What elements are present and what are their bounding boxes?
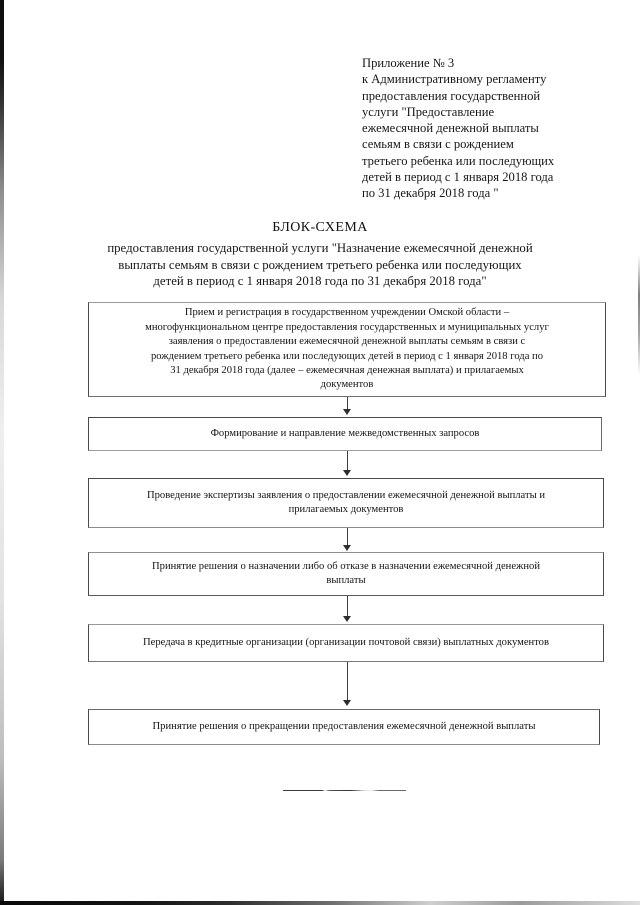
header-line-3: предоставления государственной <box>362 88 541 103</box>
header-line-4: услуги "Предоставление <box>362 104 495 119</box>
subtitle-line-1: предоставления государственной услуги "Н… <box>107 241 533 255</box>
arrow-head-1-2 <box>343 409 351 415</box>
appendix-reference-header: Приложение № 3 к Административному регла… <box>362 55 602 202</box>
header-line-1: Приложение № 3 <box>362 56 455 70</box>
header-line-2: к Административному регламенту <box>362 72 547 87</box>
flow-step-6-text: Принятие решения о прекращении предостав… <box>153 720 536 734</box>
page-subtitle: предоставления государственной услуги "Н… <box>62 240 578 290</box>
connector-5-6 <box>347 662 348 702</box>
step2-line-1: Формирование и направление межведомствен… <box>210 427 480 439</box>
flow-step-6: Принятие решения о прекращении предостав… <box>88 709 600 745</box>
step3-line-1: Проведение экспертизы заявления о предос… <box>146 489 546 501</box>
scan-edge-left <box>0 0 4 905</box>
step4-line-2: выплаты <box>326 575 366 586</box>
step4-line-1: Принятие решения о назначении либо об от… <box>152 560 540 572</box>
header-line-6: семьям в связи с рождением <box>362 137 514 152</box>
step1-line-3: заявления о предоставлении ежемесячной д… <box>168 336 526 348</box>
header-line-8: детей в период с 1 января 2018 года <box>362 170 554 185</box>
subtitle-line-2: выплаты семьям в связи с рождением треть… <box>118 257 522 272</box>
header-line-7: третьего ребенка или последующих <box>362 153 555 168</box>
flow-step-3-text: Проведение экспертизы заявления о предос… <box>147 489 545 518</box>
header-line-9: по 31 декабря 2018 года " <box>362 186 499 201</box>
flow-step-2-text: Формирование и направление межведомствен… <box>211 427 480 441</box>
step6-line-1: Принятие решения о прекращении предостав… <box>152 720 536 732</box>
step1-line-1: Прием и регистрация в государственном уч… <box>184 307 510 319</box>
flow-step-4: Принятие решения о назначении либо об от… <box>88 552 604 596</box>
flow-step-1: Прием и регистрация в государственном уч… <box>88 302 606 397</box>
step5-line-1: Передача в кредитные организации (органи… <box>142 636 549 648</box>
arrow-head-2-3 <box>343 470 351 476</box>
flow-step-5-text: Передача в кредитные организации (органи… <box>143 636 549 650</box>
connector-3-4 <box>347 528 348 548</box>
scan-edge-right <box>638 255 640 375</box>
flow-step-5: Передача в кредитные организации (органи… <box>88 624 604 662</box>
connector-4-5 <box>347 596 348 618</box>
subtitle-line-3: детей в период с 1 января 2018 года по 3… <box>153 274 487 289</box>
step1-line-6: документов <box>320 379 374 391</box>
connector-2-3 <box>347 451 348 472</box>
arrow-head-3-4 <box>343 545 351 551</box>
flow-step-1-text: Прием и регистрация в государственном уч… <box>145 306 549 392</box>
page-title: БЛОК-СХЕМА <box>272 220 368 235</box>
header-line-5: ежемесячной денежной выплаты <box>362 121 539 136</box>
flow-step-4-text: Принятие решения о назначении либо об от… <box>152 560 540 589</box>
flow-step-3: Проведение экспертизы заявления о предос… <box>88 478 604 528</box>
connector-1-2 <box>347 397 348 411</box>
step1-line-5: 31 декабря 2018 года (далее – ежемесячна… <box>170 364 524 376</box>
step1-line-2: многофункциональном центре предоставлени… <box>145 321 549 333</box>
footer-rule <box>283 790 406 791</box>
scan-edge-bottom <box>0 901 640 905</box>
title-area: БЛОК-СХЕМА предоставления государственно… <box>62 218 578 290</box>
arrow-head-4-5 <box>343 616 351 622</box>
step3-line-2: прилагаемых документов <box>288 504 404 515</box>
flow-step-2: Формирование и направление межведомствен… <box>88 417 602 451</box>
step1-line-4: рождением третьего ребенка или последующ… <box>150 350 544 362</box>
arrow-head-5-6 <box>343 700 351 706</box>
